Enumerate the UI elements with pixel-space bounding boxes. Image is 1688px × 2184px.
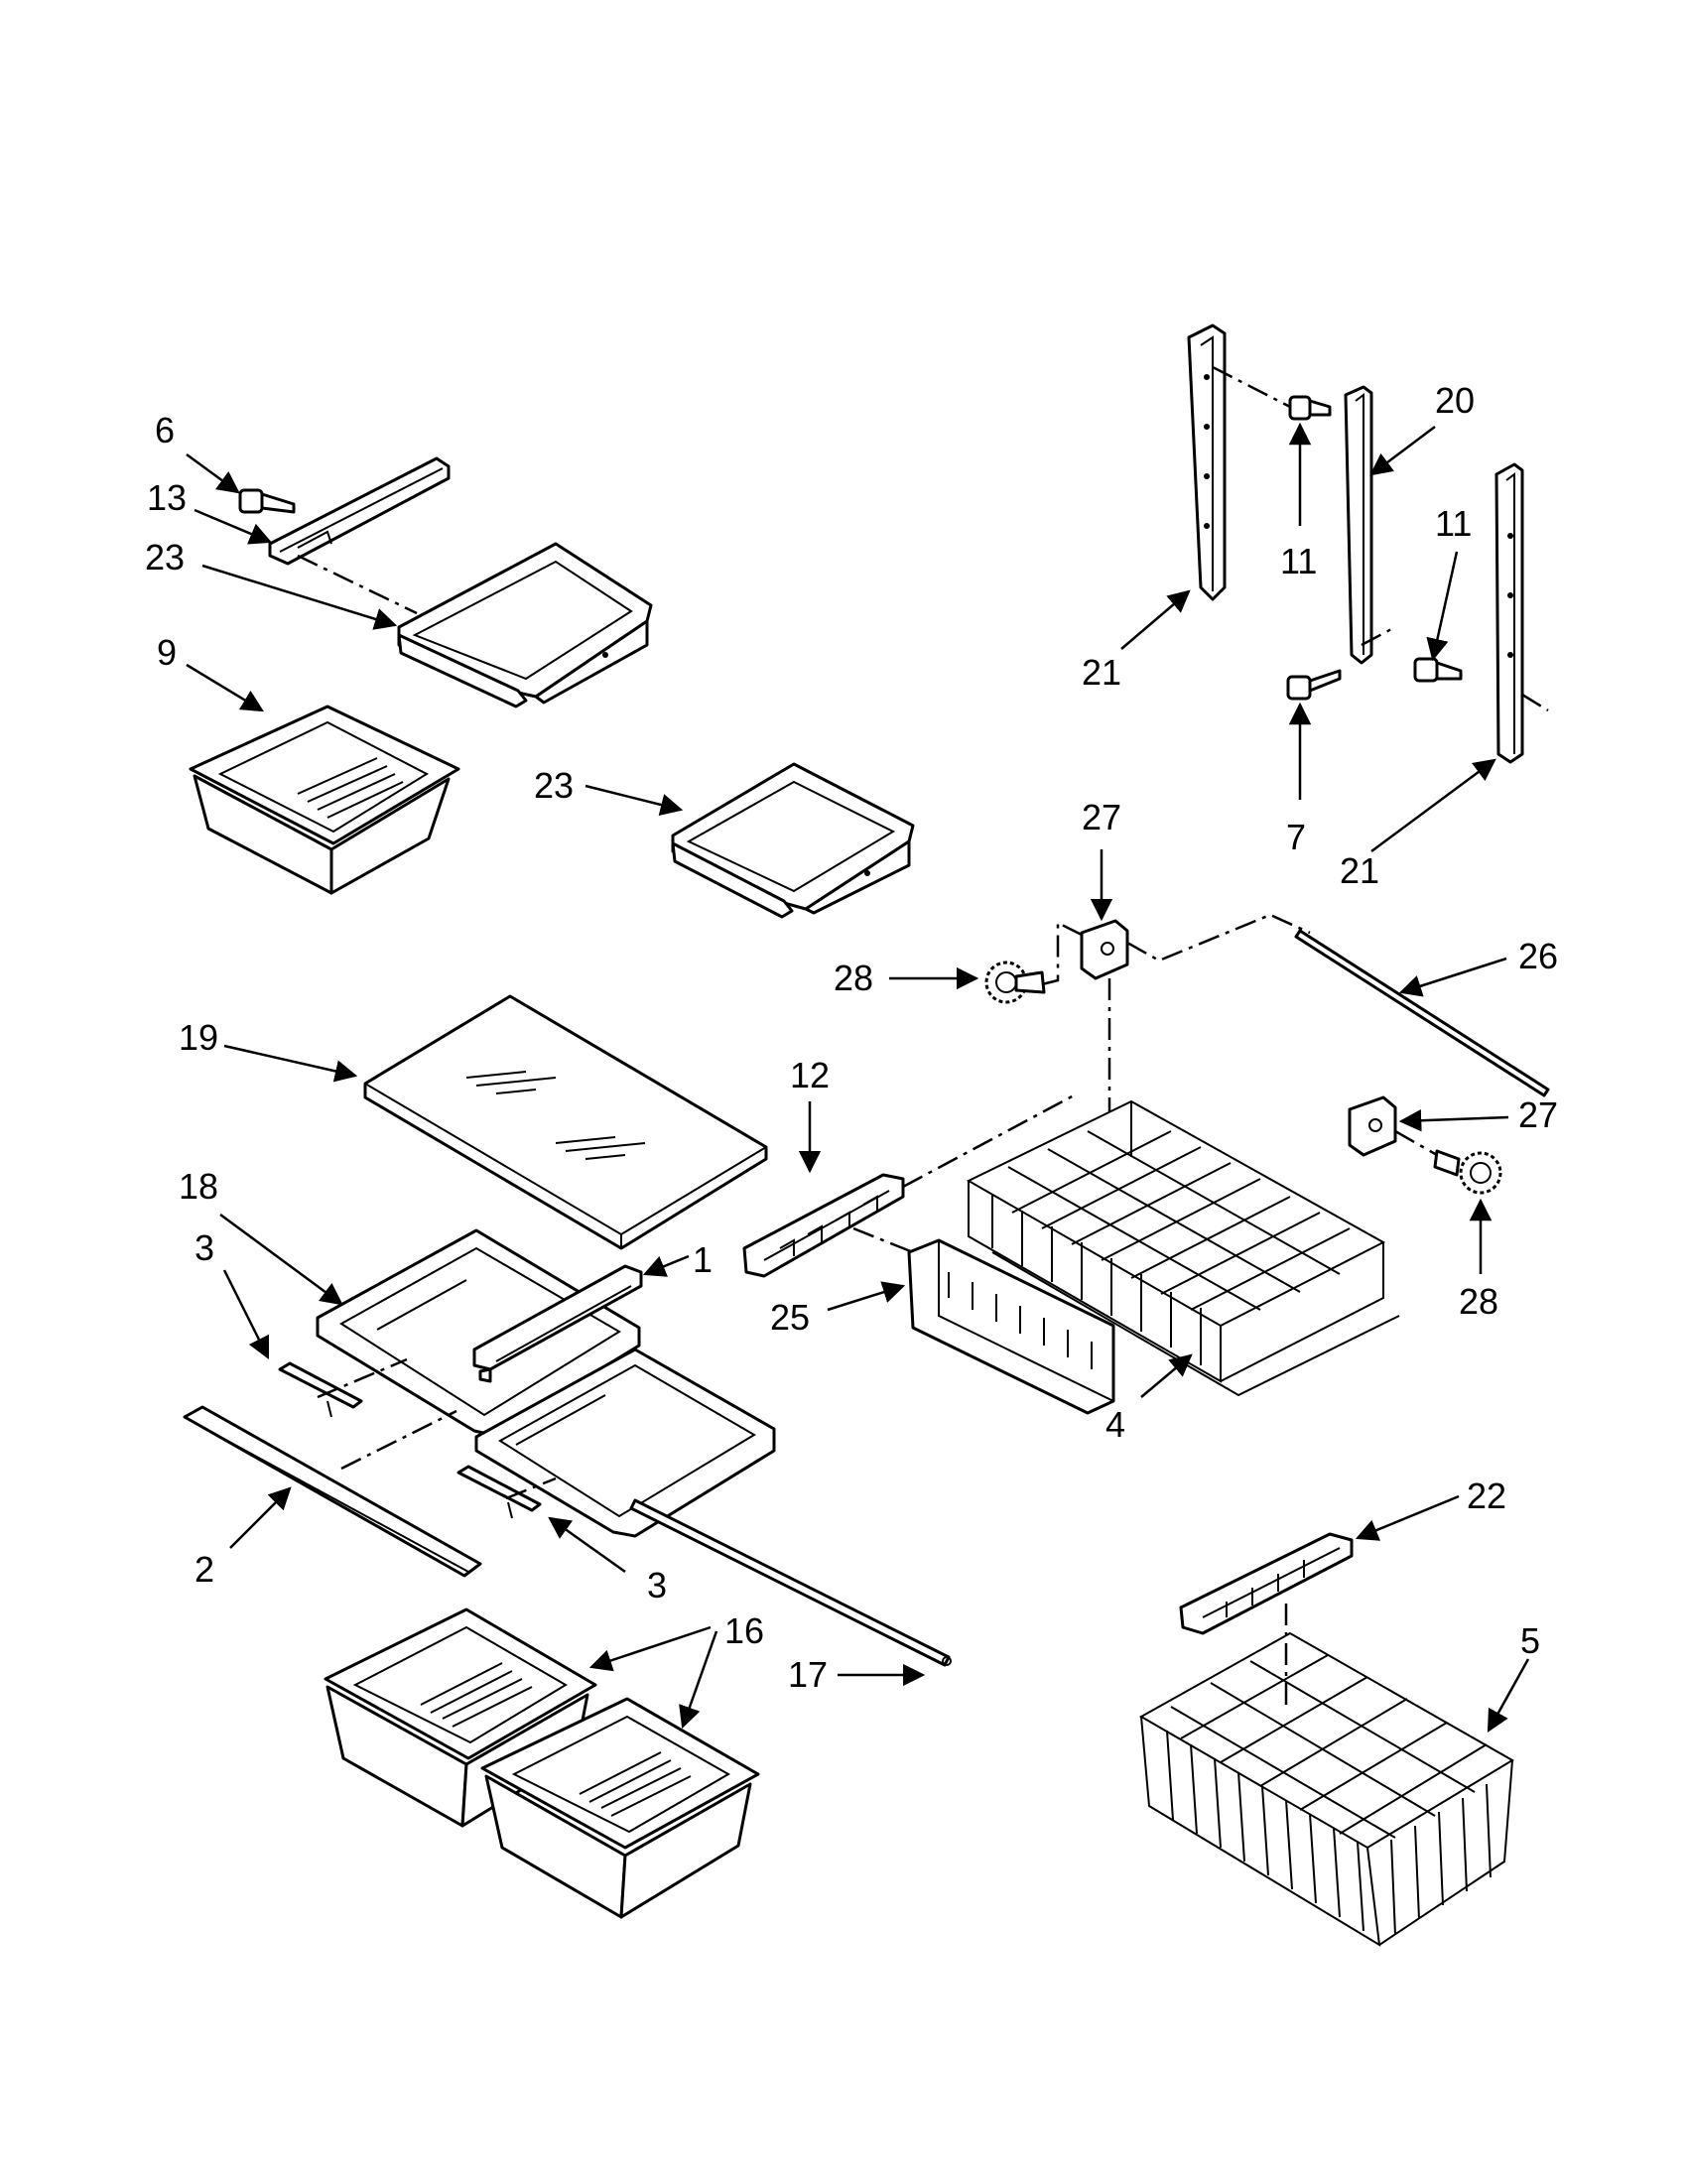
callout-11-left: 11 (1280, 541, 1317, 581)
part-rod-17 (629, 1498, 952, 1667)
part-divider-22 (1179, 1532, 1354, 1635)
callout-5: 5 (1520, 1620, 1540, 1661)
dash-line-gear-28a (1041, 920, 1083, 986)
part-clip-3a (278, 1361, 363, 1418)
dash-line-12-basket (902, 1093, 1075, 1189)
callout-27-right: 27 (1518, 1094, 1558, 1135)
part-glass-shelf-19 (363, 994, 768, 1250)
part-rod-26 (1294, 929, 1550, 1097)
part-gear-28a (984, 961, 1046, 1004)
callout-17: 17 (788, 1654, 828, 1695)
callout-28-right: 28 (1459, 1281, 1498, 1322)
callout-12: 12 (790, 1055, 830, 1095)
callout-3-left: 3 (195, 1227, 214, 1268)
callout-22: 22 (1467, 1476, 1506, 1516)
callout-6: 6 (155, 410, 175, 450)
callout-19: 19 (179, 1017, 218, 1058)
callout-28-left: 28 (834, 958, 873, 998)
dash-line-3a (317, 1357, 408, 1399)
callout-21-left: 21 (1082, 652, 1121, 693)
callout-27-top: 27 (1082, 797, 1121, 837)
callout-13: 13 (147, 477, 187, 518)
part-screw-7 (1286, 669, 1342, 701)
callout-25: 25 (770, 1297, 810, 1338)
part-crisper-cover-18 (316, 1228, 776, 1538)
part-wire-basket-4 (966, 1099, 1400, 1397)
callout-9: 9 (157, 632, 177, 673)
part-bracket-27b (1348, 1095, 1397, 1157)
callout-7: 7 (1286, 817, 1306, 857)
dash-line-2 (340, 1409, 457, 1471)
part-screw-11a (1288, 395, 1332, 421)
callout-11-right: 11 (1435, 503, 1472, 544)
part-shelf-frame-middle (671, 762, 915, 919)
dash-line-rail-21b (1521, 693, 1549, 712)
part-screw-11b (1413, 657, 1463, 683)
callout-20: 20 (1435, 380, 1475, 421)
part-bracket-27a (1080, 919, 1129, 980)
dash-line-27-26 (1126, 913, 1311, 963)
part-rail-20 (1344, 385, 1373, 665)
part-center-bracket-1 (472, 1264, 643, 1383)
part-crisper-drawer-9 (189, 705, 460, 895)
part-shelf-frame-upper (397, 542, 653, 708)
part-shelf-rail (268, 456, 451, 566)
dash-line-13-23 (297, 554, 418, 615)
callout-4: 4 (1105, 1404, 1125, 1445)
part-crisper-drawer-16b (480, 1697, 760, 1919)
dash-line-rail-20 (1361, 625, 1396, 647)
dash-line-27b-28b (1394, 1129, 1438, 1157)
callout-23-middle: 23 (534, 765, 574, 806)
part-wire-basket-5 (1138, 1631, 1514, 1947)
dash-line-12-25 (852, 1226, 924, 1258)
callout-26: 26 (1518, 936, 1558, 976)
part-divider-12 (742, 1173, 905, 1278)
callout-18: 18 (179, 1166, 218, 1207)
part-rail-21b (1494, 462, 1524, 764)
callout-23-upper: 23 (145, 537, 185, 578)
part-front-panel-25 (907, 1238, 1115, 1415)
dash-line-3b (505, 1477, 557, 1500)
part-rail-21a (1187, 323, 1227, 601)
part-gear-28b (1433, 1149, 1502, 1195)
callout-21-right: 21 (1340, 850, 1379, 891)
callout-1: 1 (693, 1239, 713, 1280)
callout-3-right: 3 (647, 1565, 667, 1606)
dash-line-rail-21a (1212, 365, 1291, 409)
leader-arrows (186, 422, 1530, 1733)
callout-2: 2 (195, 1549, 214, 1590)
part-trim-2 (183, 1405, 482, 1578)
part-screw-6 (238, 488, 296, 514)
callout-16: 16 (724, 1610, 764, 1651)
